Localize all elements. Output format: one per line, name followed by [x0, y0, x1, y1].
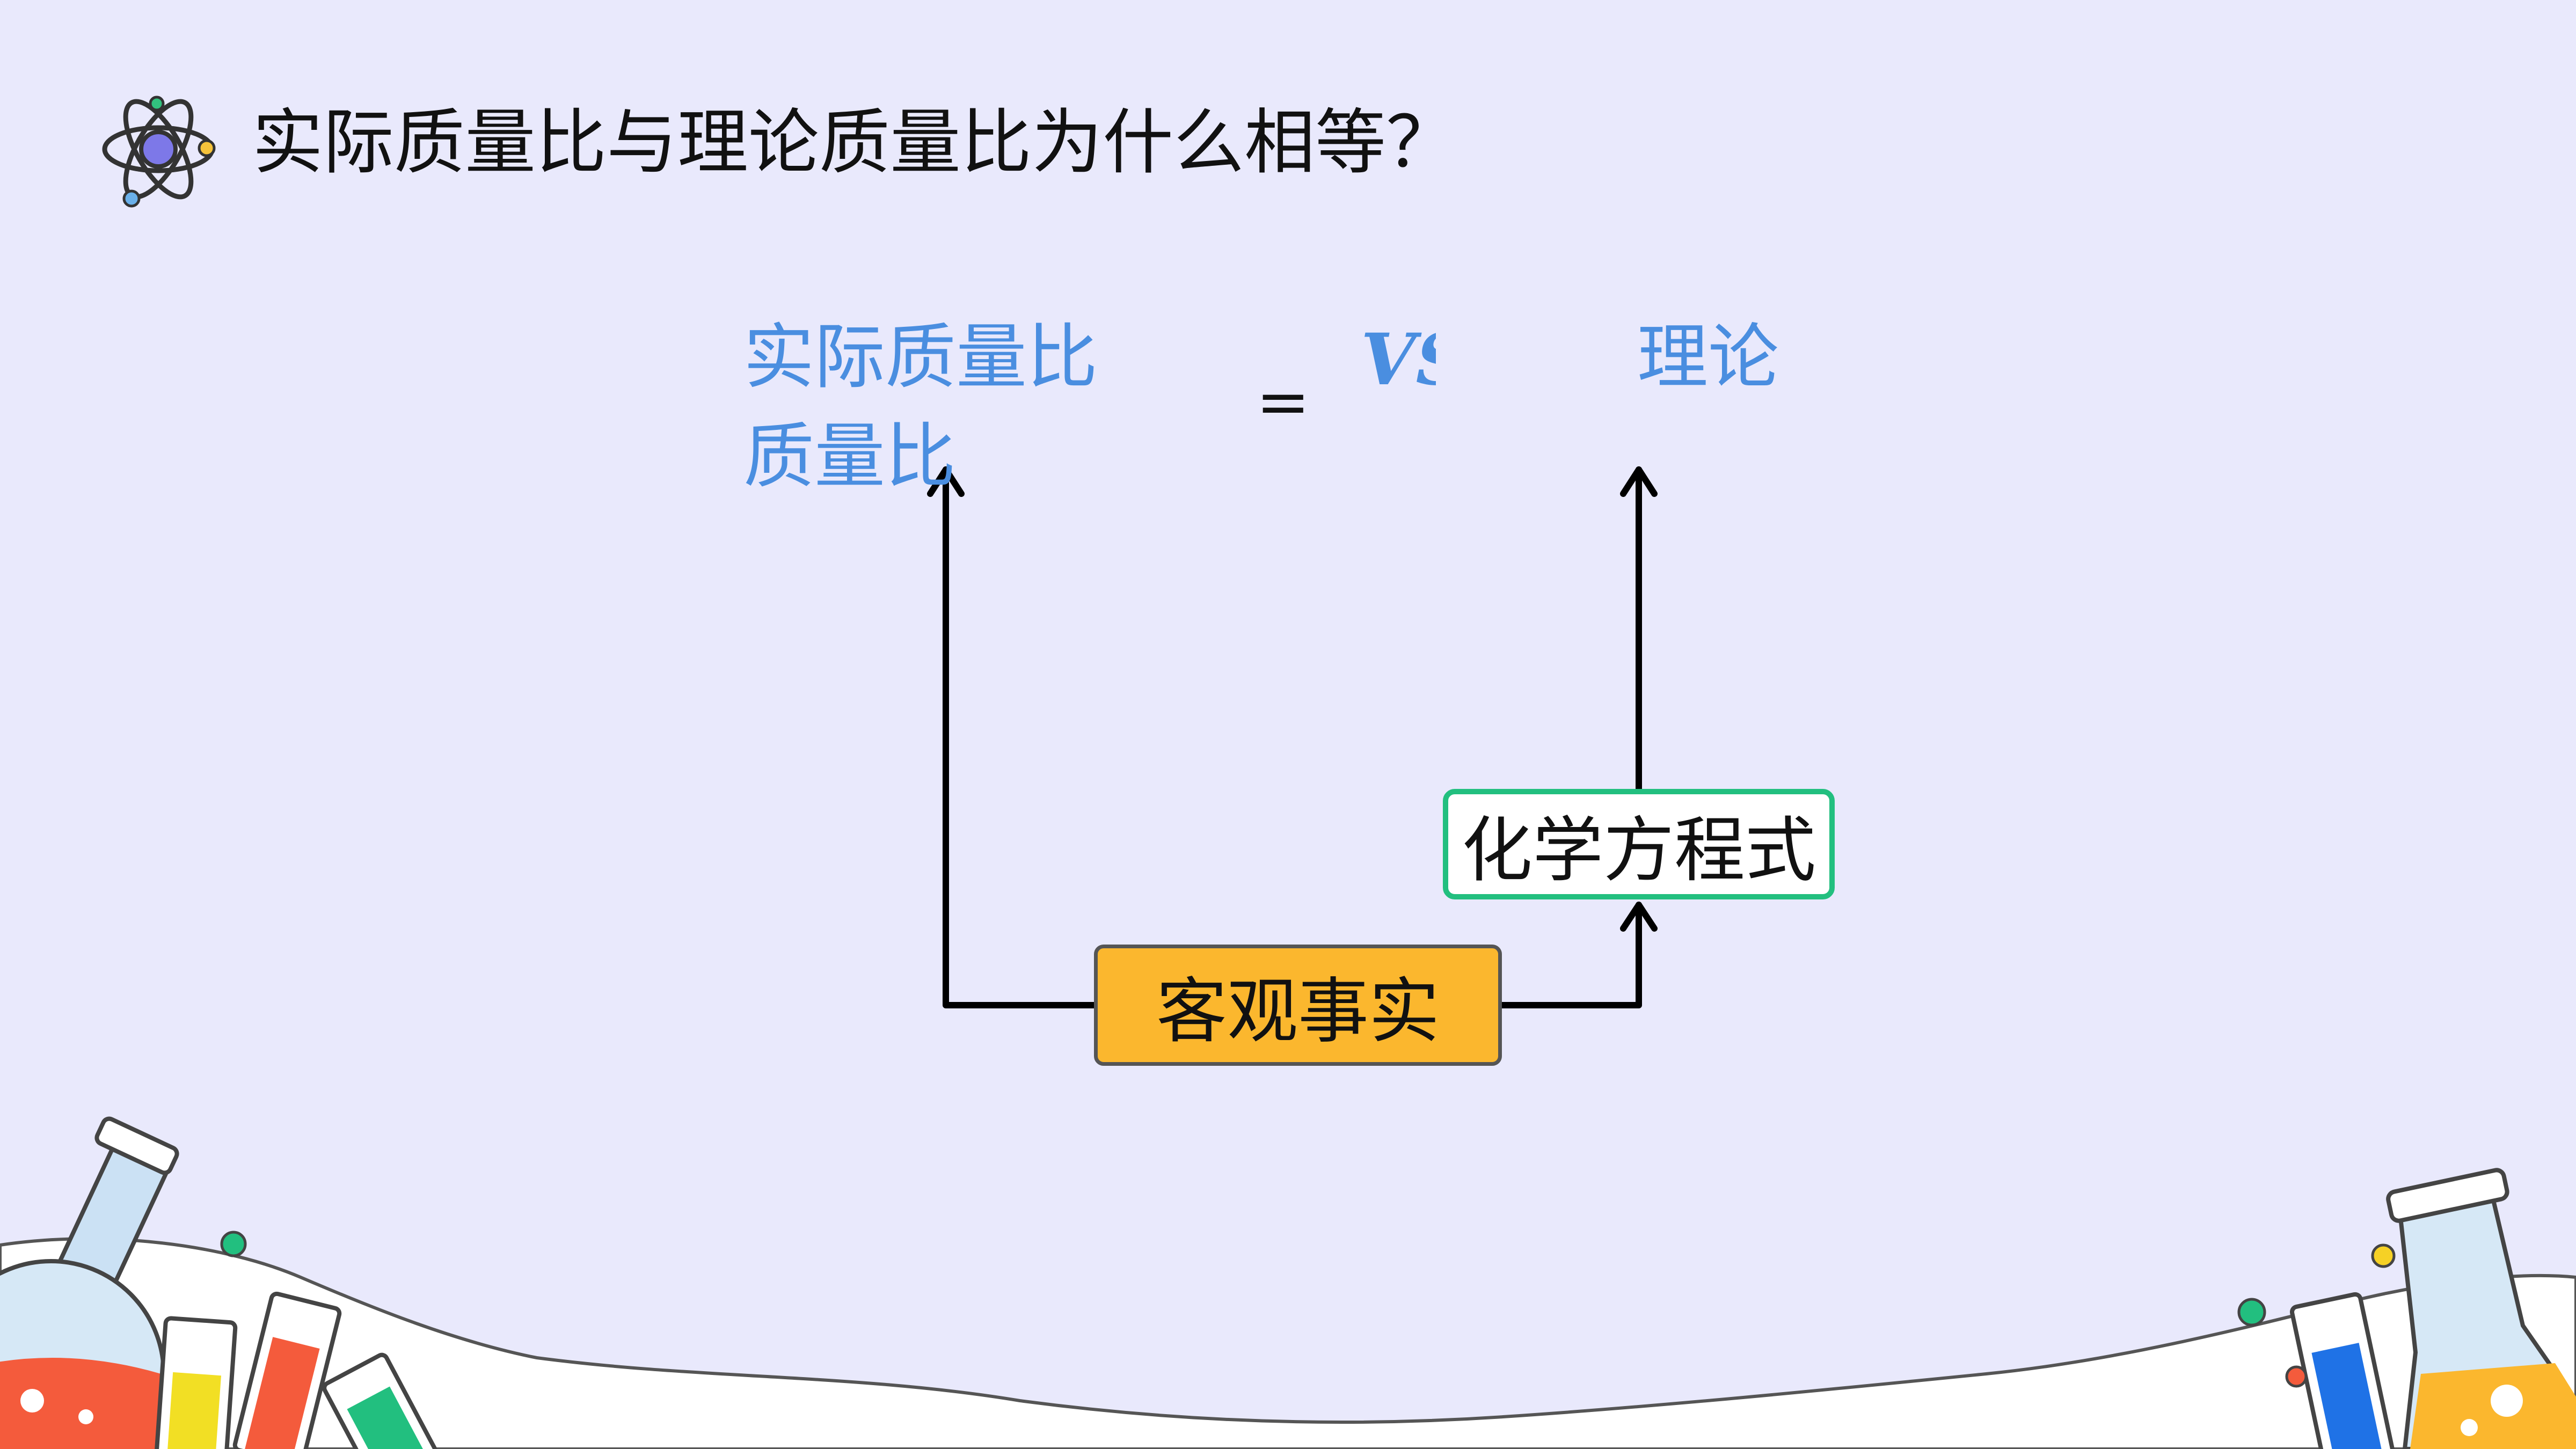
- atom-icon: [102, 96, 216, 208]
- vs-label: VS: [1361, 325, 1436, 396]
- objective-fact-label: 客观事实: [1156, 970, 1440, 1053]
- equals-sign: =: [1256, 365, 1310, 440]
- bubble-dot: [2285, 1365, 2308, 1388]
- conical-flask-icon: [2386, 1168, 2576, 1449]
- round-flask-icon: [0, 1116, 179, 1449]
- objective-fact-box: 客观事实: [1094, 945, 1502, 1066]
- bubble-dot: [2371, 1243, 2396, 1268]
- test-tube-icon: [154, 1291, 445, 1449]
- actual-mass-ratio-label: 实际质量比: [743, 316, 1098, 399]
- actual-arrowhead: [927, 466, 965, 497]
- bubble-dot: [2237, 1298, 2266, 1327]
- bubble-dot: [220, 1231, 247, 1257]
- cloud-background: [0, 1237, 2576, 1449]
- test-tube-icon: [2290, 1292, 2396, 1449]
- theory-arrowhead: [1620, 466, 1658, 497]
- mass-ratio-label: 质量比: [743, 415, 956, 498]
- chemical-equation-box: 化学方程式: [1443, 789, 1835, 899]
- theory-label: 理论: [1637, 316, 1779, 399]
- fact-to-equation-connector: [1499, 902, 1642, 1008]
- slide-title: 实际质量比与理论质量比为什么相等？: [252, 101, 1457, 184]
- chemical-equation-label: 化学方程式: [1462, 809, 1816, 892]
- connector-arrows: [927, 466, 1658, 1008]
- bottom-decoration: [0, 1116, 2576, 1449]
- equation-arrowhead: [1620, 902, 1658, 932]
- fact-to-actual-connector: [943, 466, 1097, 1008]
